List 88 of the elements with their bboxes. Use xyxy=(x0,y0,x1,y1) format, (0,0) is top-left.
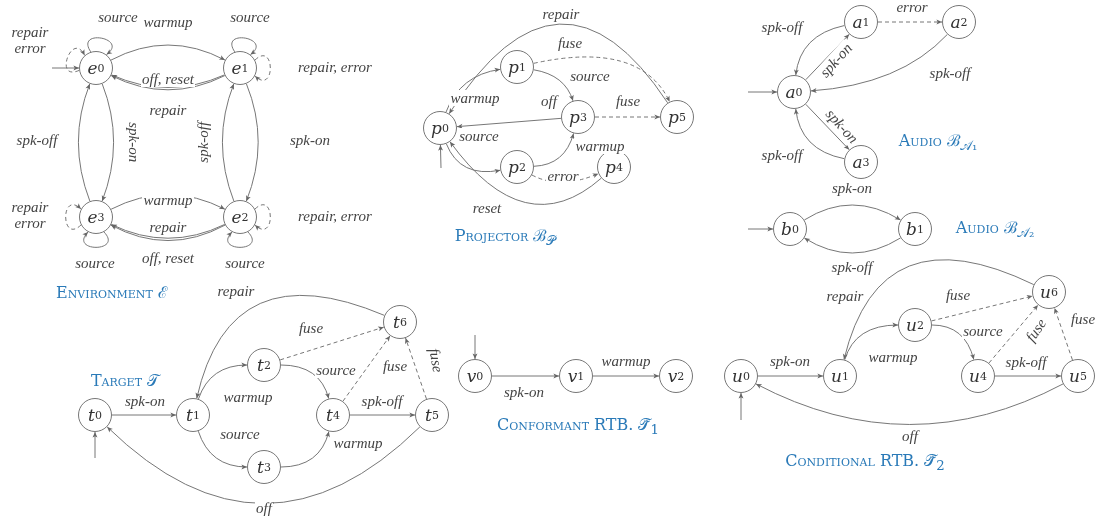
dashed-arrow xyxy=(342,335,391,402)
arrow xyxy=(106,426,421,504)
arrow xyxy=(77,83,91,202)
arrow xyxy=(280,364,330,400)
arrow xyxy=(794,25,845,76)
edge-label: warmup xyxy=(574,137,626,155)
edge-label: spk-off xyxy=(928,64,972,82)
arrow xyxy=(445,143,501,174)
arrow xyxy=(197,362,248,400)
edge-label: off xyxy=(540,92,558,110)
start-arrow xyxy=(747,89,778,95)
edge-label: spk-off xyxy=(15,131,59,149)
self-loop-arrow xyxy=(254,55,271,82)
edge-label: fuse xyxy=(1069,310,1097,328)
arrow xyxy=(456,117,562,129)
arrow xyxy=(111,412,177,418)
arrow xyxy=(195,295,385,399)
arrow xyxy=(994,373,1062,379)
edge-label: fuse xyxy=(381,357,409,375)
arrow xyxy=(221,83,235,202)
arrow xyxy=(755,383,1064,425)
arrow xyxy=(533,69,574,102)
edge-label: fuse xyxy=(297,319,325,337)
diagram-caption: Audio ℬ$_{𝒜₂}$ xyxy=(955,217,1035,242)
diagram-caption: Conditional RTB. 𝒯̃$_{2}$ xyxy=(785,450,945,474)
dashed-arrow xyxy=(877,19,943,25)
arrow xyxy=(197,430,248,470)
diagram-caption: Environment ℰ xyxy=(56,282,168,303)
start-arrow xyxy=(747,226,774,232)
arrow xyxy=(803,237,902,254)
edge-label: spk-off xyxy=(760,18,804,36)
start-arrow xyxy=(472,334,478,360)
diagram-caption: Projector ℬ$_{𝒫}$ xyxy=(454,225,556,250)
edge-label: spk-off xyxy=(194,120,212,164)
edge-label: off xyxy=(255,499,273,517)
start-arrow xyxy=(92,431,98,459)
self-loop-arrow xyxy=(65,203,82,230)
dashed-arrow xyxy=(931,295,1033,322)
edge-label: warmup xyxy=(449,89,501,107)
diagram-caption: Target 𝒯 xyxy=(90,370,160,390)
arrow xyxy=(101,83,115,202)
dashed-arrow xyxy=(1054,307,1073,361)
dashed-arrow xyxy=(988,304,1039,364)
edge-label: off, reset xyxy=(141,249,195,267)
self-loop-arrow xyxy=(231,37,257,56)
arrow xyxy=(803,204,902,221)
edge-label: spk-off xyxy=(760,146,804,164)
diagram-caption: Conformant RTB. 𝒯̃$_{1}$ xyxy=(497,414,659,438)
arrow xyxy=(810,33,948,93)
arrow xyxy=(757,373,824,379)
edge-label: spk-off xyxy=(360,392,404,410)
dashed-arrow xyxy=(405,337,427,400)
arrow xyxy=(805,103,850,151)
arrow xyxy=(448,23,669,115)
edge-label: warmup xyxy=(142,191,194,209)
diagram-caption: Audio ℬ$_{𝒜₁}$ xyxy=(898,130,978,155)
dashed-arrow xyxy=(594,114,661,120)
edge-label: repair error xyxy=(10,23,50,57)
dashed-arrow xyxy=(279,326,385,361)
edge-label: fuse xyxy=(944,286,972,304)
arrow xyxy=(491,373,560,379)
self-loop-arrow xyxy=(82,231,109,248)
arrow xyxy=(592,373,660,379)
arrow xyxy=(843,259,1035,360)
edge-label: fuse xyxy=(556,34,584,52)
edge-label: off, reset xyxy=(141,70,195,88)
arrow xyxy=(794,108,845,160)
self-loop-arrow xyxy=(87,37,113,56)
arrow xyxy=(245,83,259,202)
edge-label: spk-off xyxy=(1004,353,1048,371)
start-arrow xyxy=(438,144,443,169)
self-loop-arrow xyxy=(254,204,271,231)
edge-label: repair error xyxy=(10,198,50,232)
self-loop-arrow xyxy=(65,47,86,73)
arrow xyxy=(449,141,602,205)
arrow xyxy=(280,431,330,468)
arrow xyxy=(349,412,416,418)
dashed-arrow xyxy=(533,56,671,103)
arrow xyxy=(931,324,975,361)
edge-label: spk-off xyxy=(830,258,874,276)
arrow xyxy=(110,44,226,61)
start-arrow xyxy=(738,392,744,421)
edge-label: off xyxy=(901,427,919,445)
self-loop-arrow xyxy=(226,231,253,248)
arrow xyxy=(844,322,899,361)
arrow xyxy=(533,132,575,167)
edge-label: fuse xyxy=(614,92,642,110)
start-arrow xyxy=(51,65,80,71)
